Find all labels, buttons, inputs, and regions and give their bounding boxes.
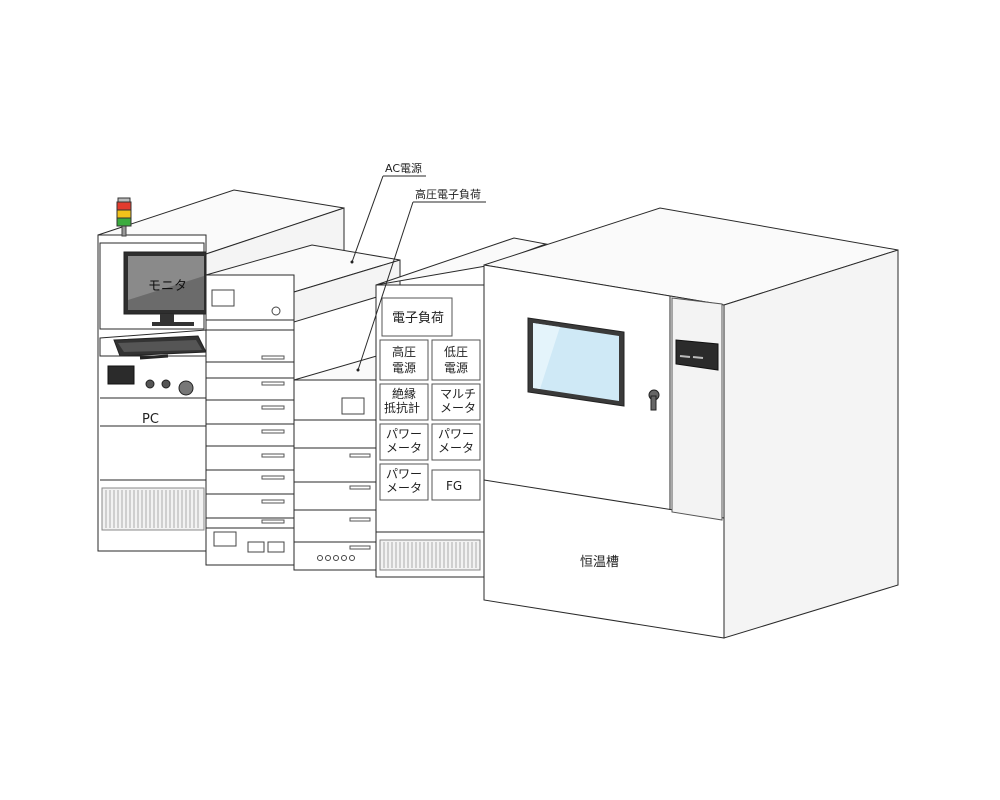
svg-text:絶縁: 絶縁: [392, 386, 416, 401]
vent-grille: [379, 539, 481, 571]
svg-text:電源: 電源: [444, 361, 468, 375]
control-panel: [107, 365, 194, 396]
module-hv-power: [379, 339, 429, 381]
svg-text:パワー: パワー: [438, 427, 474, 441]
module-power-meter: [379, 463, 429, 501]
svg-text:高圧: 高圧: [392, 344, 416, 359]
svg-text:FG: FG: [446, 479, 462, 493]
signal-red-lamp: [116, 201, 132, 211]
module-function-generator: [431, 469, 481, 501]
terminal-row: [317, 555, 355, 561]
svg-text:マルチ: マルチ: [440, 387, 476, 401]
svg-text:抵抗計: 抵抗計: [384, 400, 420, 415]
svg-text:メータ: メータ: [440, 401, 476, 415]
module-multimeter: [431, 383, 481, 421]
svg-text:電源: 電源: [392, 361, 416, 375]
svg-text:低圧: 低圧: [444, 345, 468, 359]
svg-text:パワー: パワー: [386, 427, 422, 441]
indicator-lamp: [145, 379, 155, 389]
thermostatic-chamber: 恒温槽: [483, 207, 899, 639]
module-insulation-tester: [379, 383, 429, 421]
chamber-label: 恒温槽: [580, 555, 619, 570]
keyboard-tray: [99, 329, 207, 360]
callout-ac-power: AC電源: [350, 161, 426, 264]
callout-hv-load: 高圧電子負荷: [356, 187, 486, 372]
pc-label: PC: [142, 412, 159, 427]
signal-yellow-lamp: [116, 209, 132, 219]
pc-rack: モニタ PC: [97, 189, 345, 552]
electronic-load-panel: [381, 297, 453, 337]
chamber-display: [675, 339, 719, 371]
electronic-load-label: 電子負荷: [392, 311, 444, 326]
indicator-lamp: [161, 379, 171, 389]
door-handle: [648, 389, 660, 411]
monitor: モニタ: [123, 251, 207, 326]
svg-text:AC電源: AC電源: [385, 161, 422, 175]
chamber-window: [527, 317, 625, 407]
svg-text:パワー: パワー: [386, 467, 422, 481]
module-power-meter: [431, 423, 481, 461]
svg-text:メータ: メータ: [386, 441, 422, 455]
signal-tower: [116, 197, 132, 237]
instrument-rack: 電子負荷 高圧 電源 低圧 電源 絶縁 抵抗計 マルチ メータ パワー メータ …: [375, 237, 548, 578]
module-power-meter: [379, 423, 429, 461]
ac-power-unit: [206, 289, 294, 321]
emergency-stop-button: [178, 380, 194, 396]
module-lv-power: [431, 339, 481, 381]
svg-text:高圧電子負荷: 高圧電子負荷: [415, 187, 481, 201]
svg-text:メータ: メータ: [386, 481, 422, 495]
svg-text:メータ: メータ: [438, 441, 474, 455]
display-panel: [107, 365, 135, 385]
monitor-label: モニタ: [148, 279, 187, 294]
vent-grille: [101, 487, 205, 531]
ac-power-rack: [205, 244, 401, 566]
signal-green-lamp: [116, 217, 132, 227]
